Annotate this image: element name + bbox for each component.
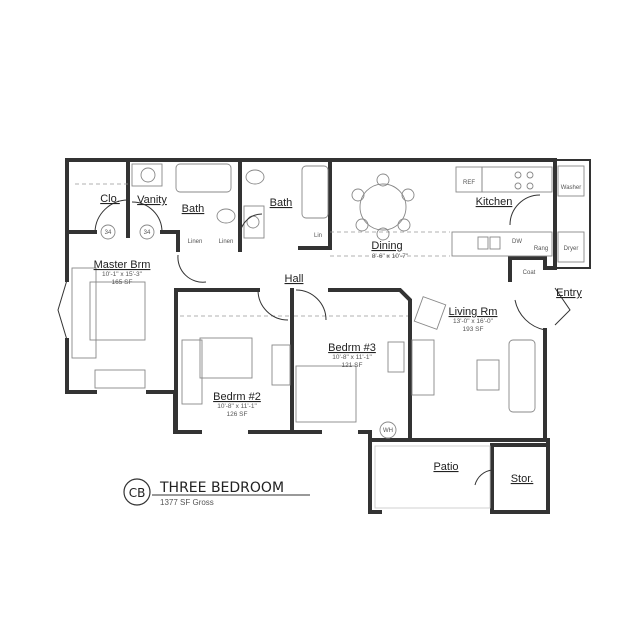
room-dims-master: 10'-1" x 15'-3" (102, 271, 143, 278)
dashed-lines (75, 183, 450, 317)
doors (57, 194, 571, 486)
room-label-bath: Bath (270, 197, 293, 209)
fixture-label-dryer: Dryer (564, 246, 579, 252)
door-size-label: 34 (105, 230, 112, 236)
title-block: CB THREE BEDROOM 1377 SF Gross (123, 478, 310, 507)
toilet-icon (245, 169, 265, 185)
entry-door-swing (514, 299, 546, 331)
room-dims-bedrm2: 10'-8" x 11'-1" (217, 403, 257, 410)
plan-code: CB (129, 486, 146, 500)
room-label-dining: Dining (371, 240, 402, 252)
fixture-label-linen: Linen (219, 239, 234, 245)
door-swing (94, 199, 129, 233)
water-heater-icon (379, 421, 397, 439)
room-dims-bedrm3: 10'-8" x 11'-1" (332, 354, 372, 361)
door-size-label: 34 (144, 230, 151, 236)
room-label-master: Master Brm (94, 259, 151, 271)
fixture-label-linen: Lin (314, 233, 322, 239)
room-label-hall: Hall (285, 273, 304, 285)
furniture (71, 159, 591, 509)
door-swing (131, 201, 163, 233)
plan-subtitle: 1377 SF Gross (160, 498, 214, 507)
armchair-icon (413, 296, 447, 330)
sofa-icon (508, 339, 536, 413)
bathtub-icon (175, 163, 232, 193)
fixture-label-ref: REF (463, 180, 475, 186)
plan-code-circle (123, 478, 151, 506)
room-dims-dining: 8'-6" x 10'-7" (372, 253, 409, 260)
bed-icon (199, 337, 253, 379)
door-swing (257, 289, 289, 321)
room-area-master: 165 SF (112, 279, 133, 286)
washer-icon (557, 165, 585, 197)
toilet-icon (216, 208, 236, 224)
fixture-label-linen: Linen (188, 239, 203, 245)
room-area-living: 193 SF (463, 326, 484, 333)
door-swing (509, 194, 541, 226)
fixture-label-water-heater: WH (383, 428, 393, 434)
room-label-entry: Entry (556, 287, 582, 299)
door-swing (177, 254, 207, 283)
room-label-bedrm3: Bedrm #3 (328, 342, 376, 354)
dryer-icon (557, 231, 585, 263)
door-swing (295, 289, 327, 321)
kitchen-counter (451, 231, 553, 257)
bed-icon (89, 281, 146, 341)
sink-icon (131, 163, 163, 187)
interior-walls (65, 158, 550, 514)
sink-icon (243, 205, 265, 239)
exterior-walls (65, 158, 557, 514)
room-label-vanity: Vanity (137, 194, 167, 206)
room-label-kitchen: Kitchen (476, 196, 513, 208)
room-label-storage: Stor. (511, 473, 534, 485)
room-label-bedrm2: Bedrm #2 (213, 391, 261, 403)
room-dims-living: 13'-0" x 16'-0" (453, 318, 494, 325)
room-label-patio: Patio (433, 461, 458, 473)
fixture-label-washer: Washer (561, 185, 581, 191)
door-swing (239, 213, 263, 237)
room-area-bedrm2: 126 SF (227, 411, 248, 418)
window-bay (57, 279, 68, 341)
bed-icon (295, 365, 357, 423)
room-label-living: Living Rm (449, 306, 498, 318)
bathtub-icon (301, 165, 329, 219)
fixture-label-range: Rang (534, 246, 548, 252)
room-label-closet: Clo. (100, 193, 120, 205)
room-area-bedrm3: 121 SF (342, 362, 363, 369)
plan-title: THREE BEDROOM (159, 480, 284, 496)
fixture-label-coat: Coat (523, 270, 536, 276)
fixture-label-dw: DW (512, 239, 522, 245)
entry-marker (554, 287, 571, 326)
door-swing (474, 469, 493, 486)
room-label-bath: Bath (182, 203, 205, 215)
dining-table-icon (359, 183, 407, 231)
